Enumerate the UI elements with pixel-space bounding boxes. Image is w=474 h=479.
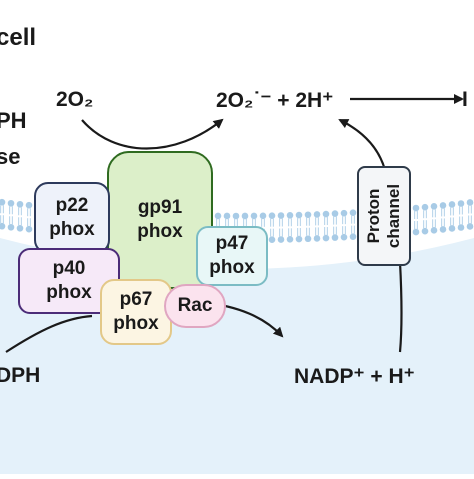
lipid-head — [268, 236, 276, 243]
lipid-head — [214, 212, 222, 220]
side-label-se: se — [0, 144, 21, 169]
right-cut-label: I — [462, 88, 468, 111]
proton-channel-line — [398, 261, 403, 353]
lipid-head — [25, 225, 33, 233]
lipid-head — [430, 203, 438, 210]
lipid-head — [448, 225, 456, 232]
lipid-head — [286, 235, 294, 243]
proton-channel-label-2: channel — [384, 183, 403, 249]
p40phox-label-1: p40 — [52, 258, 86, 280]
superoxide-arrow — [81, 118, 224, 150]
lipid-head — [340, 209, 348, 217]
lipid-head — [241, 212, 249, 220]
lipid-head — [439, 226, 447, 233]
lipid-head — [430, 227, 438, 234]
p22phox-label-1: p22 — [55, 195, 89, 217]
lipid-head — [304, 235, 312, 243]
lipid-head — [277, 236, 285, 243]
p47phox-label-2: phox — [209, 257, 255, 278]
lipid-head — [466, 199, 474, 206]
lipid-head — [295, 211, 303, 219]
p22phox-subunit: p22 phox — [34, 182, 110, 254]
lipid-head — [421, 227, 429, 235]
lipid-head — [448, 201, 456, 208]
lipid-head — [25, 201, 33, 209]
p67phox-label-2: phox — [113, 313, 159, 334]
lipid-head — [331, 234, 339, 241]
lipid-head — [340, 233, 348, 241]
lipid-head — [457, 200, 465, 207]
lipid-head — [412, 228, 420, 236]
p40phox-subunit: p40 phox — [18, 248, 120, 314]
lipid-head — [313, 211, 321, 218]
gp91phox-label-2: phox — [137, 221, 183, 242]
lipid-head — [313, 235, 321, 242]
lipid-head — [223, 212, 231, 220]
proton-channel-label-1: Proton — [363, 188, 383, 244]
lipid-head — [16, 224, 24, 232]
oxygen-label: 2O₂ — [56, 88, 94, 111]
lipid-head — [295, 235, 303, 243]
p47phox-label-1: p47 — [215, 233, 249, 255]
lipid-head — [304, 211, 312, 219]
lipid-head — [322, 234, 330, 242]
lipid-head — [331, 210, 339, 217]
lipid-head — [286, 211, 294, 219]
lipid-head — [0, 198, 6, 206]
lipid-head — [7, 199, 15, 207]
lipid-head — [0, 222, 6, 230]
lipid-head — [7, 223, 15, 231]
superoxide-label: 2O₂˙⁻ + 2H⁺ — [216, 89, 334, 112]
lipid-head — [268, 212, 276, 219]
lipid-head — [349, 209, 357, 216]
cell-label: cell — [0, 24, 37, 51]
lipid-head — [232, 212, 240, 220]
p40phox-label-2: phox — [46, 282, 92, 303]
lipid-head — [259, 212, 267, 220]
lipid-head — [277, 212, 285, 219]
p67phox-subunit: p67 phox — [100, 279, 172, 345]
lipid-head — [412, 204, 420, 212]
lipid-head — [457, 224, 465, 231]
lipid-head — [421, 203, 429, 211]
lipid-head — [349, 233, 357, 240]
nadph-input-line — [5, 314, 93, 353]
nadp-label: NADP⁺ + H⁺ — [294, 365, 415, 388]
p47phox-subunit: p47 phox — [196, 226, 268, 286]
p22phox-label-2: phox — [49, 219, 95, 240]
rac-label: Rac — [177, 295, 213, 317]
lipid-head — [439, 202, 447, 209]
lipid-head — [250, 212, 258, 220]
gp91phox-label-1: gp91 — [137, 197, 183, 219]
p67phox-label-1: p67 — [119, 289, 153, 311]
nadph-label: DPH — [0, 364, 41, 387]
rac-subunit: Rac — [164, 284, 226, 328]
proton-channel: Proton channel — [357, 166, 411, 266]
side-label-ph: PH — [0, 108, 27, 133]
lipid-head — [466, 223, 474, 230]
lipid-head — [322, 210, 330, 218]
proton-uptake-arrow — [338, 119, 387, 171]
lipid-head — [16, 200, 24, 208]
